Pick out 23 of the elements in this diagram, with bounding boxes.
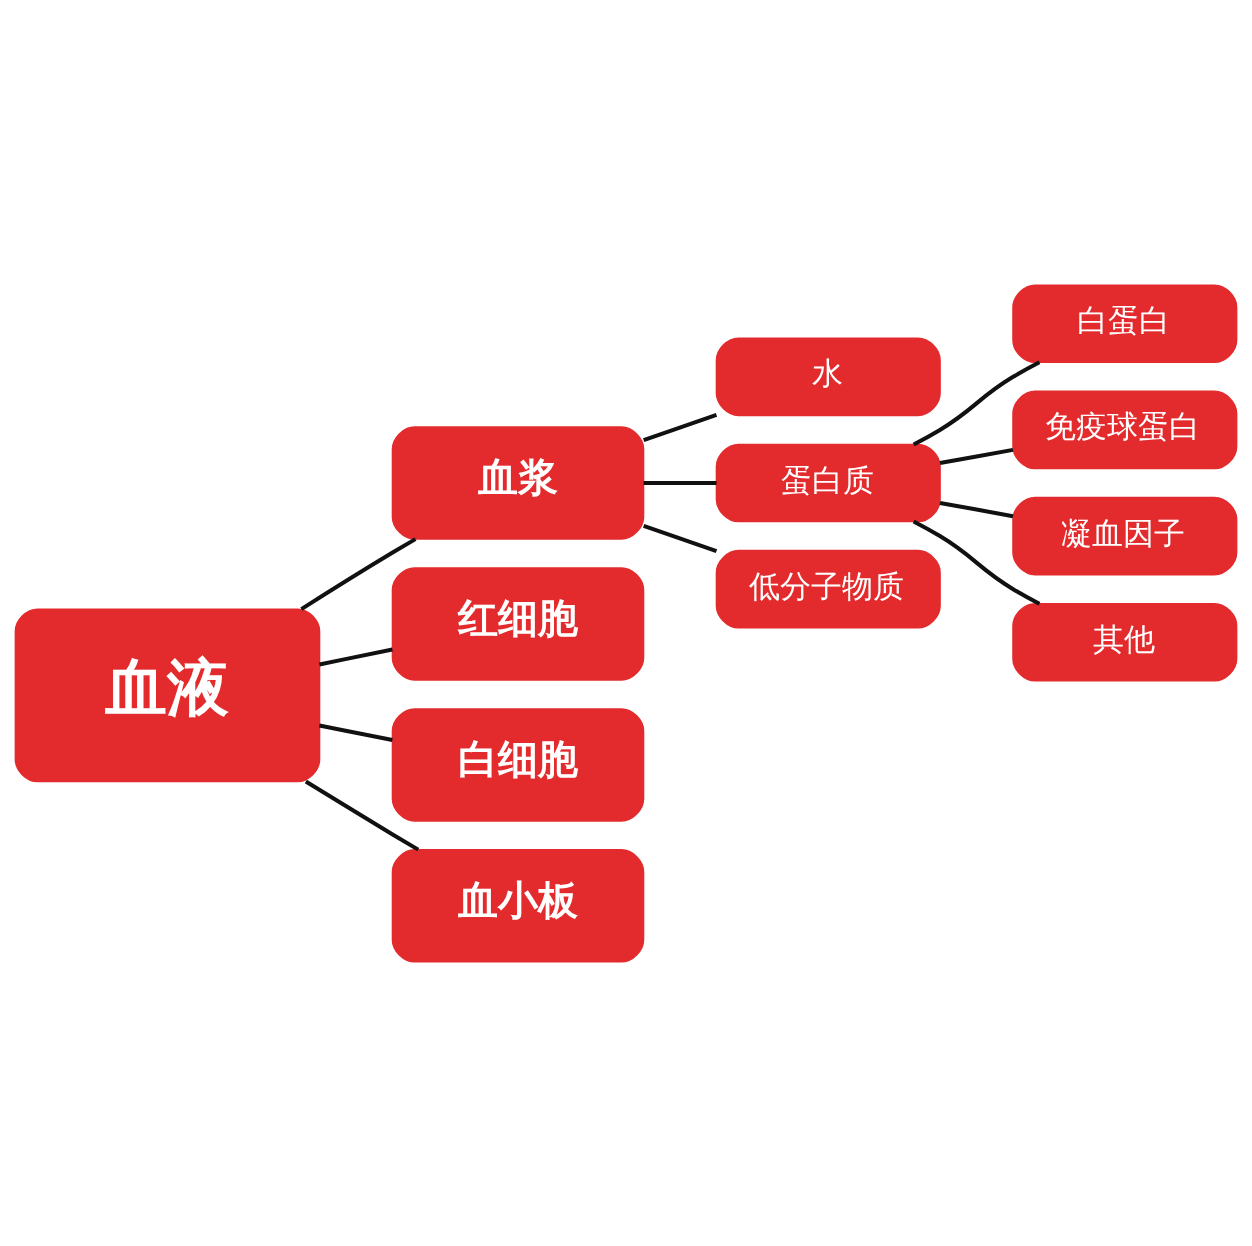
connector	[939, 500, 1014, 518]
connector	[912, 359, 1041, 446]
node-box: 红细胞	[391, 566, 645, 681]
connector	[319, 723, 393, 742]
node-box: 凝血因子	[1012, 496, 1238, 575]
connector	[643, 412, 718, 442]
node-box: 低分子物质	[715, 549, 941, 629]
connector	[643, 523, 718, 553]
connector	[643, 480, 717, 485]
node-box: 血液	[14, 607, 321, 782]
connector	[319, 646, 393, 666]
node-box: 免疫球蛋白	[1012, 390, 1238, 469]
node-box: 水	[715, 337, 941, 416]
connector	[300, 536, 417, 611]
connector	[304, 779, 420, 851]
node-box: 蛋白质	[715, 443, 941, 522]
node-box: 白细胞	[391, 707, 645, 822]
node-box: 其他	[1012, 602, 1238, 682]
connector	[939, 447, 1014, 465]
node-box: 血浆	[391, 425, 645, 540]
connector	[912, 519, 1041, 606]
node-box: 血小板	[391, 848, 645, 963]
node-box: 白蛋白	[1012, 283, 1238, 363]
